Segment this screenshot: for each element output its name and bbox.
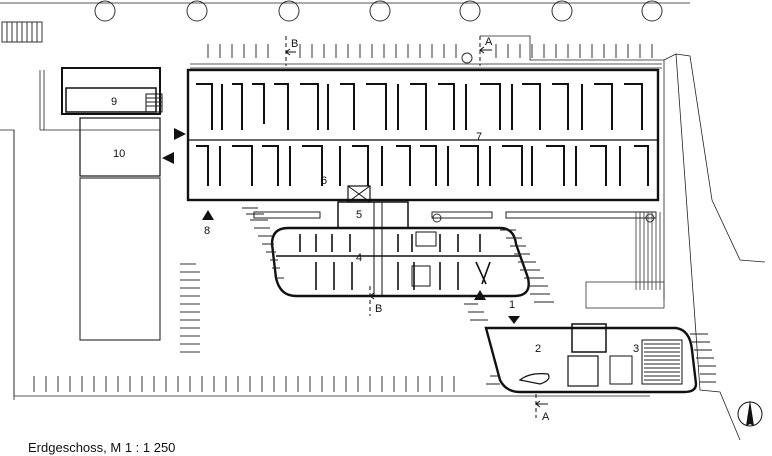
section-label-a-bottom: A xyxy=(542,411,550,423)
tree-icon xyxy=(641,0,663,22)
section-cut-a-top xyxy=(479,36,492,66)
room-label-8: 8 xyxy=(204,225,210,237)
north-arrow-icon xyxy=(737,400,763,427)
section-cut-a-bottom xyxy=(535,394,548,418)
middle-building xyxy=(270,226,530,298)
parking-southeast xyxy=(486,333,716,385)
room-label-9: 9 xyxy=(111,96,117,108)
north-wing xyxy=(186,68,660,203)
tree-icon xyxy=(461,52,473,64)
tree-icon xyxy=(94,0,116,22)
tree-icon xyxy=(369,0,391,22)
site-boundary xyxy=(0,35,766,441)
parking-diagonal xyxy=(242,207,554,321)
entrance-arrow-icon xyxy=(474,290,486,300)
room-label-4: 4 xyxy=(356,252,362,264)
entrance-arrow-icon xyxy=(202,210,214,220)
section-label-b-top: B xyxy=(291,38,298,50)
hatch-right xyxy=(585,212,665,309)
parking-left xyxy=(180,263,200,353)
room-label-1: 1 xyxy=(509,299,515,311)
parking-top xyxy=(207,44,653,58)
entrance-arrow-icon xyxy=(508,316,520,324)
section-label-b-bottom: B xyxy=(375,303,382,315)
room-label-5: 5 xyxy=(356,209,362,221)
parking-bottom xyxy=(33,376,455,392)
tree-icon xyxy=(551,0,573,22)
section-label-a-top: A xyxy=(485,36,493,48)
tree-icon xyxy=(186,0,208,22)
section-cut-b-top xyxy=(285,36,296,66)
left-building xyxy=(39,67,163,341)
section-cut-b-bottom xyxy=(369,286,382,316)
canopy-strips xyxy=(253,211,657,219)
entrance-arrow-icon xyxy=(174,128,186,140)
plan-caption: Erdgeschoss, M 1 : 1 250 xyxy=(28,440,176,455)
room-label-6: 6 xyxy=(321,175,327,187)
room-label-7: 7 xyxy=(476,131,482,143)
entrance-arrows xyxy=(162,128,520,324)
tree-row xyxy=(94,0,663,223)
entrance-arrow-icon xyxy=(162,152,174,164)
room-label-3: 3 xyxy=(633,343,639,355)
tree-icon xyxy=(278,0,300,22)
room-label-2: 2 xyxy=(535,343,541,355)
room-label-10: 10 xyxy=(113,148,125,160)
south-building xyxy=(484,323,698,394)
stair-hatch-topleft xyxy=(1,21,43,43)
tree-icon xyxy=(459,0,481,22)
